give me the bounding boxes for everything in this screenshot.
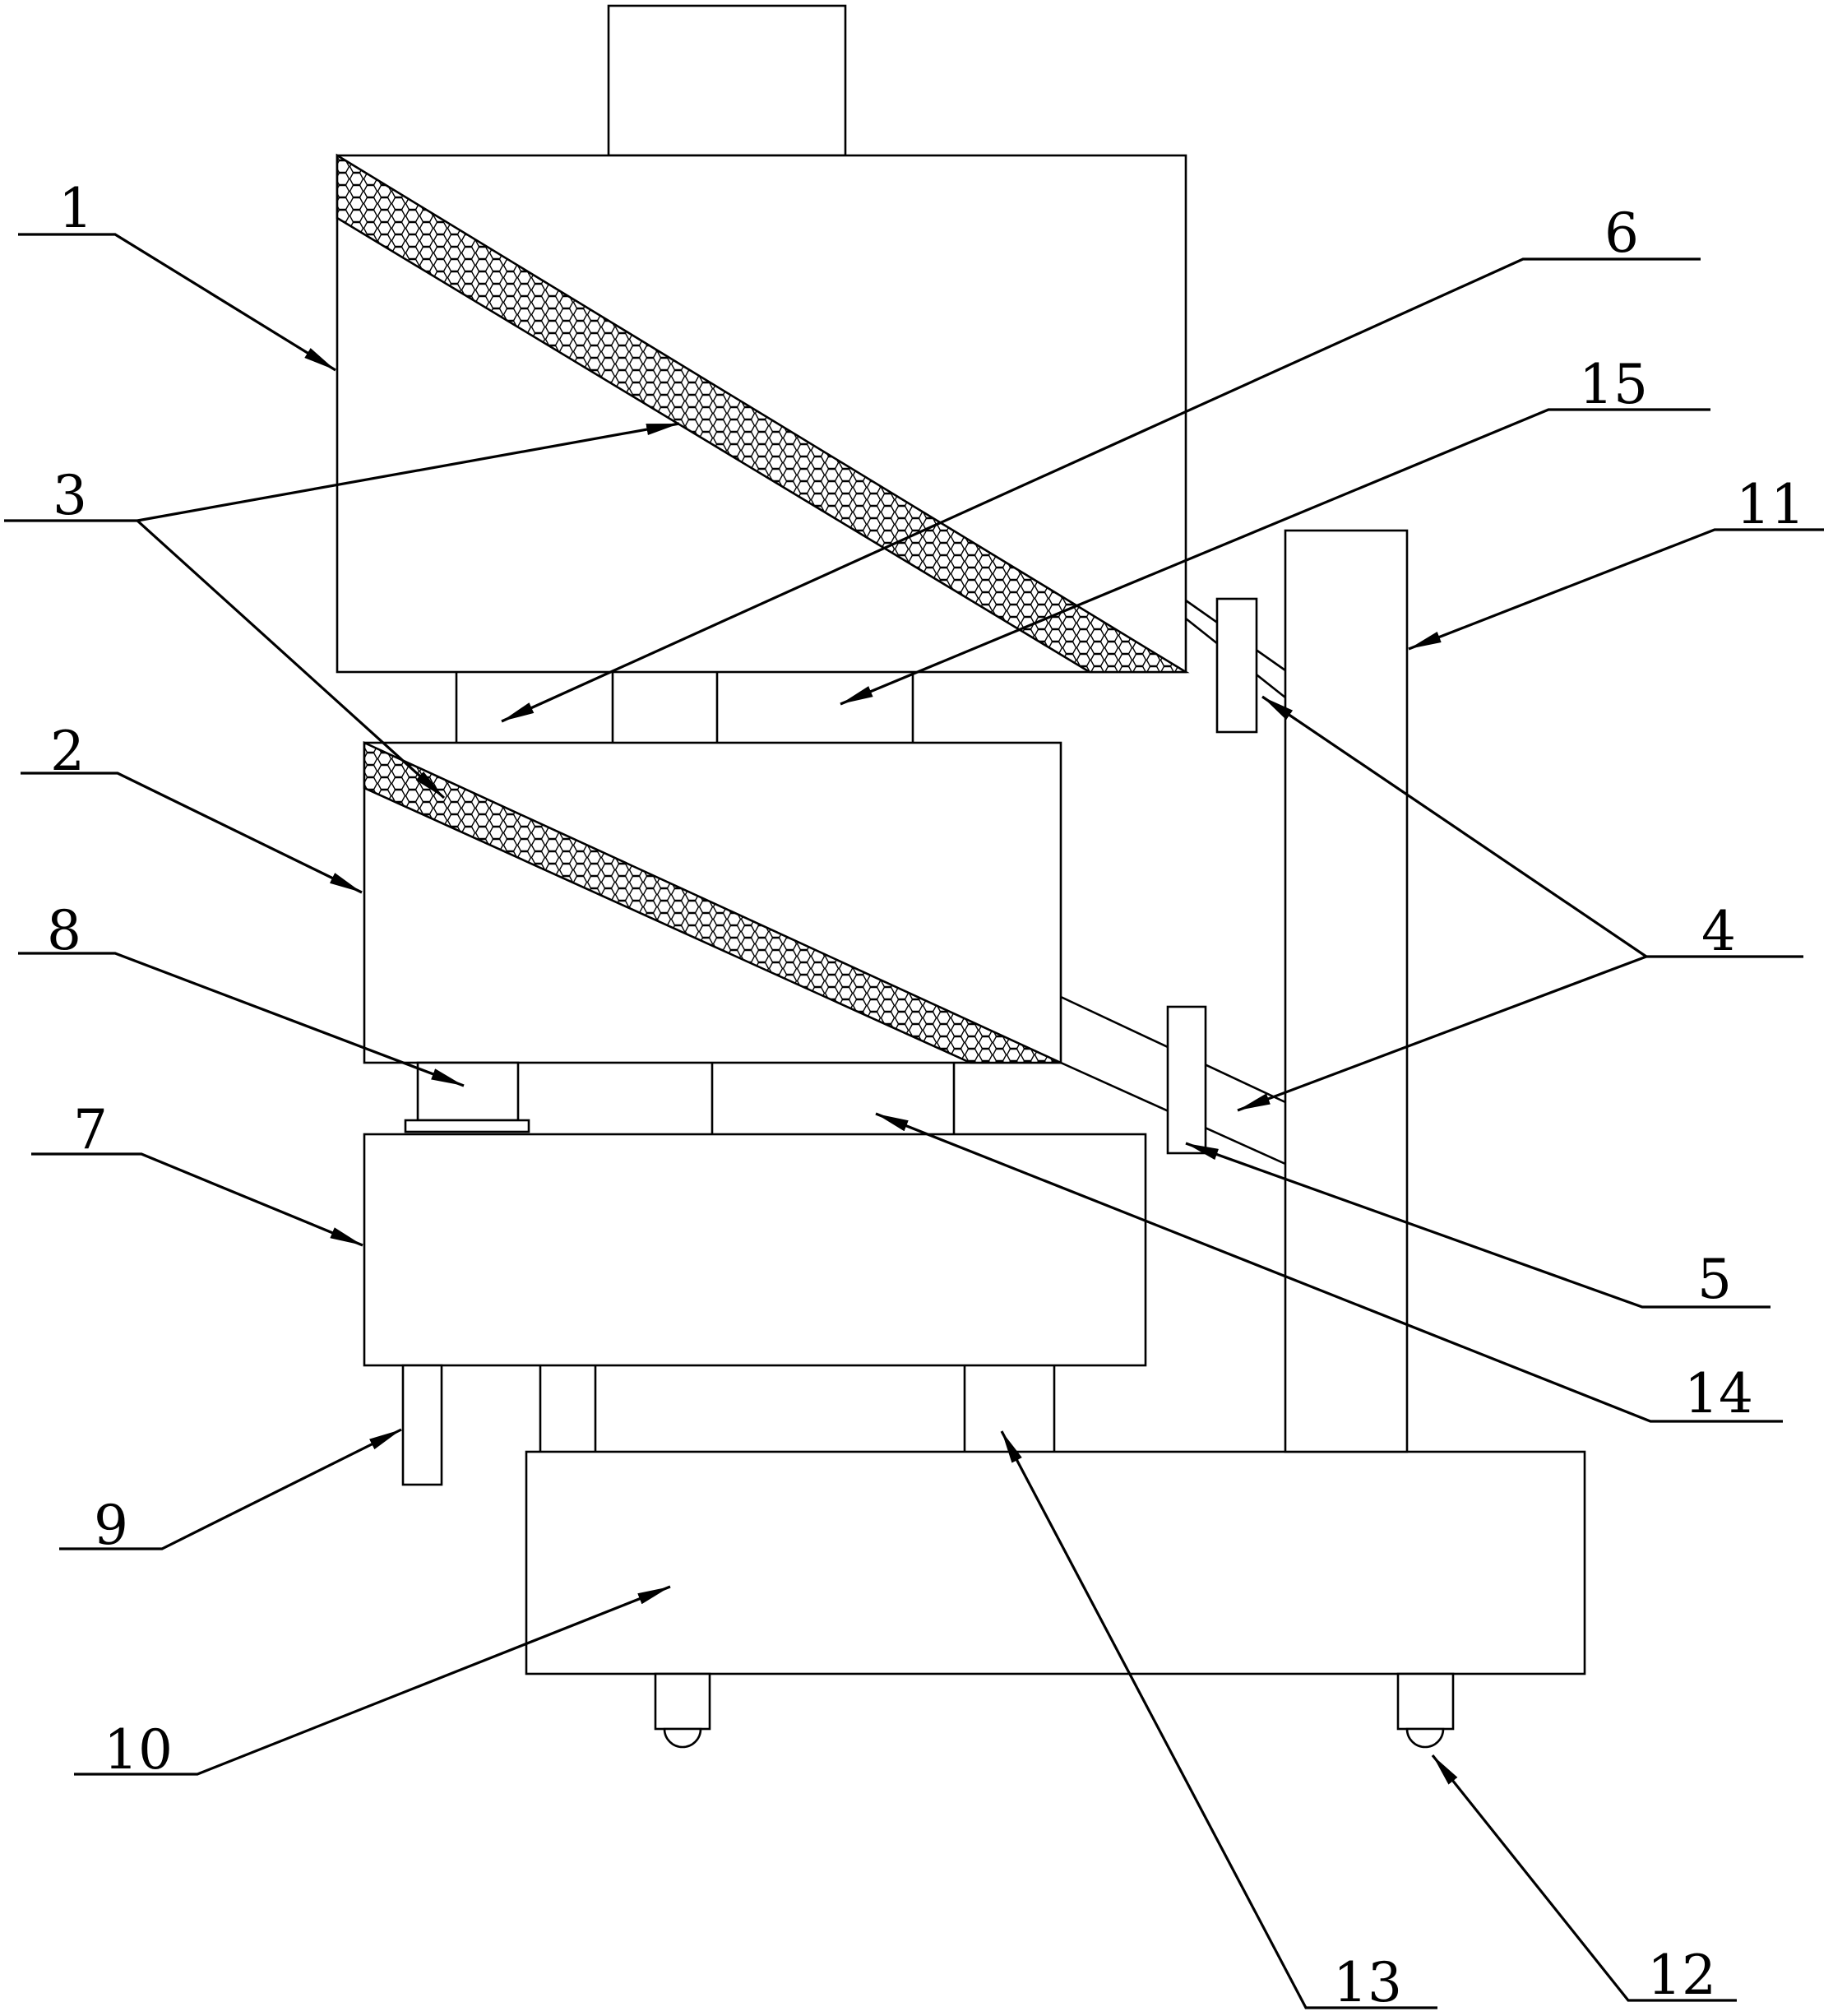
motor-housing — [607, 4, 847, 157]
label-5: 5 — [1697, 1248, 1732, 1311]
base — [525, 1450, 1586, 1675]
label-12: 12 — [1647, 1944, 1716, 2007]
label-13: 13 — [1333, 1951, 1402, 2012]
label-1: 1 — [58, 177, 93, 240]
label-9: 9 — [94, 1494, 128, 1557]
middle-box — [363, 740, 1062, 1064]
label-15: 15 — [1579, 353, 1648, 416]
label-7: 7 — [73, 1098, 108, 1161]
wheels — [654, 1672, 1455, 1749]
label-14: 14 — [1684, 1362, 1753, 1425]
reference-numerals: 1 2 3 4 5 6 7 8 9 10 11 12 13 14 15 — [47, 177, 1805, 2014]
vertical-column — [1284, 529, 1409, 1453]
label-2: 2 — [50, 720, 85, 783]
lower-legs — [539, 1365, 1056, 1452]
leader-lines — [4, 233, 1824, 2009]
upper-clamp — [1215, 597, 1258, 734]
label-6: 6 — [1604, 202, 1639, 265]
label-10: 10 — [104, 1718, 173, 1782]
motor-base — [404, 1119, 530, 1133]
middle-supports — [404, 1061, 956, 1134]
lower-clamp — [1166, 1005, 1207, 1155]
label-8: 8 — [47, 899, 81, 962]
upper-screen-mesh — [336, 153, 1190, 674]
outlet-pipe — [401, 1364, 443, 1486]
vibration-motor — [416, 1061, 520, 1122]
connecting-rods — [1060, 597, 1286, 1166]
label-3: 3 — [53, 464, 87, 527]
upper-box — [336, 4, 1190, 674]
middle-screen-mesh — [363, 740, 1062, 1064]
upper-springs — [455, 672, 914, 743]
collection-box — [363, 1133, 1147, 1367]
label-11: 11 — [1736, 473, 1805, 536]
label-4: 4 — [1701, 900, 1736, 963]
